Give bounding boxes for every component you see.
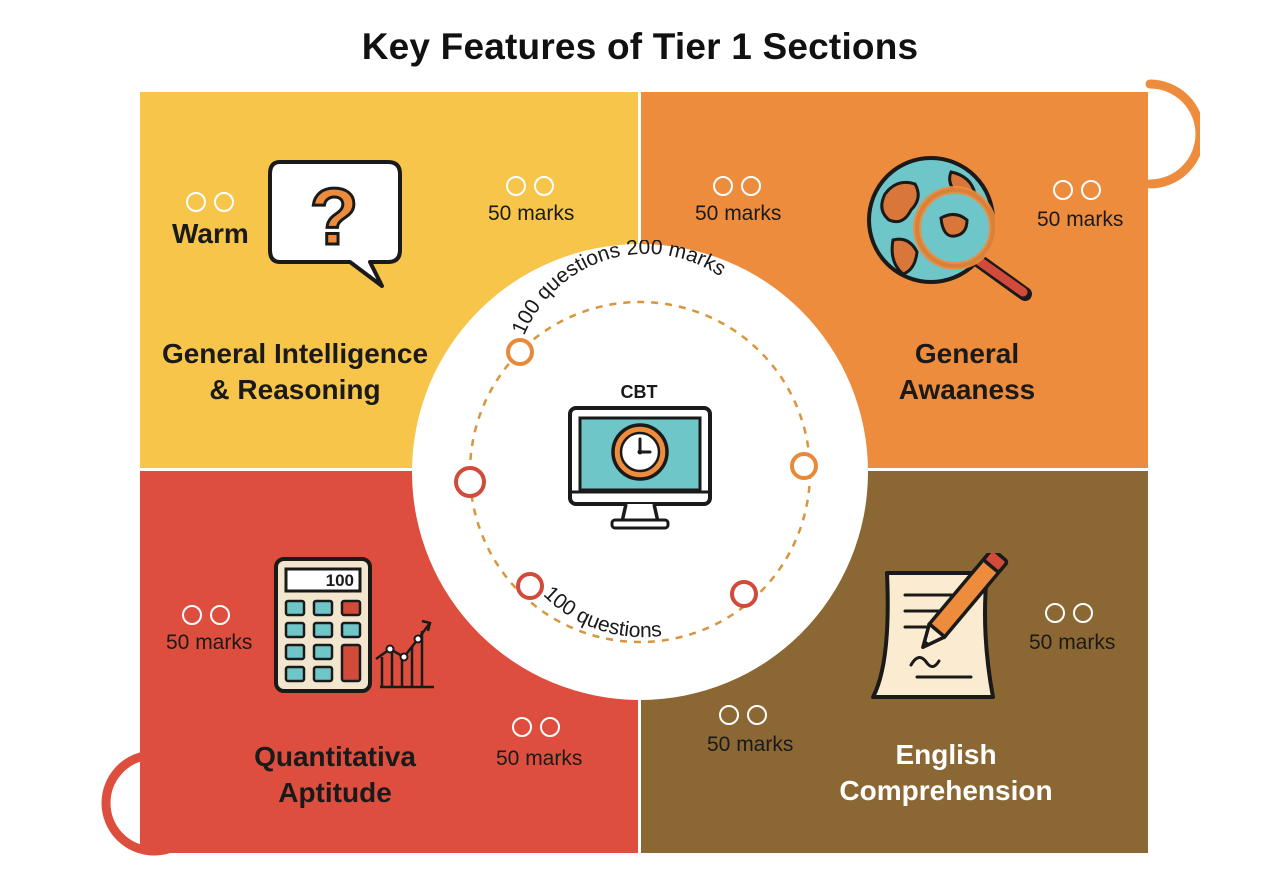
question-speech-bubble-icon: ? <box>268 160 402 288</box>
section-title: English Comprehension <box>839 739 1053 806</box>
ring-marker <box>730 580 758 608</box>
computer-clock-icon <box>568 406 712 530</box>
svg-text:?: ? <box>310 172 359 261</box>
section-tag: Warm <box>172 218 249 249</box>
globe-magnifier-icon <box>867 156 1032 301</box>
indicator-dots <box>713 176 765 198</box>
calculator-chart-icon: 100 <box>274 557 434 693</box>
marks-label: 50 marks <box>1037 208 1124 231</box>
marks-label: 50 marks <box>1029 631 1116 654</box>
ring-marker <box>790 452 818 480</box>
marks-label: 50 marks <box>695 202 782 225</box>
indicator-dots <box>512 717 564 739</box>
indicator-dots <box>182 605 234 627</box>
cbt-label: CBT <box>621 382 658 402</box>
page-title: Key Features of Tier 1 Sections <box>361 26 919 67</box>
calculator-display-text: 100 <box>326 571 354 590</box>
indicator-dots <box>186 192 238 214</box>
section-general-intelligence-reasoning: Warm ? 50 marks General Intelligence & R… <box>140 92 638 468</box>
marks-label: 50 marks <box>488 202 575 225</box>
section-title: General Awaaness <box>898 338 1036 405</box>
marks-label: 50 marks <box>166 631 253 654</box>
indicator-dots <box>1053 180 1105 202</box>
indicator-dots <box>719 705 771 727</box>
paper-pencil-icon <box>871 553 1009 699</box>
section-title: General Intelligence & Reasoning <box>161 338 429 405</box>
decorative-arc-bottom-left <box>101 750 187 856</box>
center-exam-summary: 100 questions 200 marks 100 questions CB… <box>412 240 868 700</box>
ring-marker <box>454 466 486 498</box>
marks-label: 50 marks <box>496 747 583 770</box>
marks-label: 50 marks <box>707 733 794 756</box>
ring-marker <box>516 572 544 600</box>
indicator-dots <box>506 176 558 198</box>
decorative-arc-top-right <box>1145 79 1200 189</box>
section-title: Quantitativa Aptitude <box>254 741 416 808</box>
indicator-dots <box>1045 603 1097 625</box>
ring-marker <box>506 338 534 366</box>
